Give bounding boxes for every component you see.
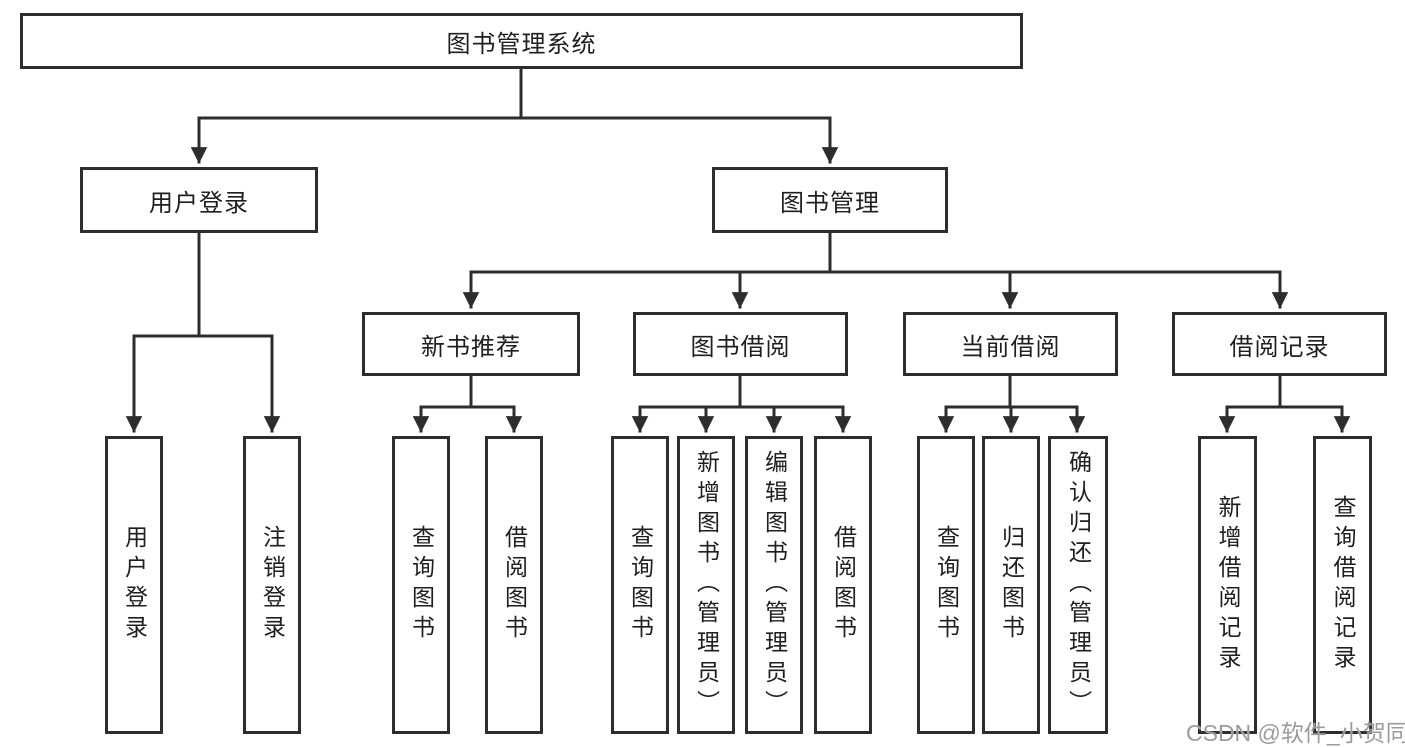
leaf-query-books-recommend: 查询图书 [392,436,450,734]
leaf-query-books-current: 查询图书 [917,436,975,734]
leaf-user-login: 用户登录 [105,436,163,734]
leaf-confirm-return-admin: 确认归还（管理员） [1048,436,1108,734]
leaf-edit-books-admin: 编辑图书（管理员） [745,436,803,734]
node-borrow-records: 借阅记录 [1172,312,1387,376]
csdn-watermark: CSDN @软件_小贺同学 [1186,720,1405,746]
leaf-borrow-books: 借阅图书 [814,436,872,734]
leaf-logout: 注销登录 [243,436,301,734]
leaf-query-books-borrow: 查询图书 [611,436,669,734]
leaf-add-borrow-record: 新增借阅记录 [1198,436,1257,734]
node-current-borrow: 当前借阅 [903,312,1118,376]
leaf-borrow-books-recommend: 借阅图书 [485,436,543,734]
leaf-add-books-admin: 新增图书（管理员） [677,436,735,734]
node-book-management: 图书管理 [712,167,948,233]
node-new-book-recommend: 新书推荐 [362,312,580,376]
node-book-borrow: 图书借阅 [633,312,848,376]
node-user-login: 用户登录 [80,167,318,233]
node-library-management-system: 图书管理系统 [20,13,1023,69]
leaf-query-borrow-record: 查询借阅记录 [1313,436,1372,734]
leaf-return-books: 归还图书 [982,436,1040,734]
